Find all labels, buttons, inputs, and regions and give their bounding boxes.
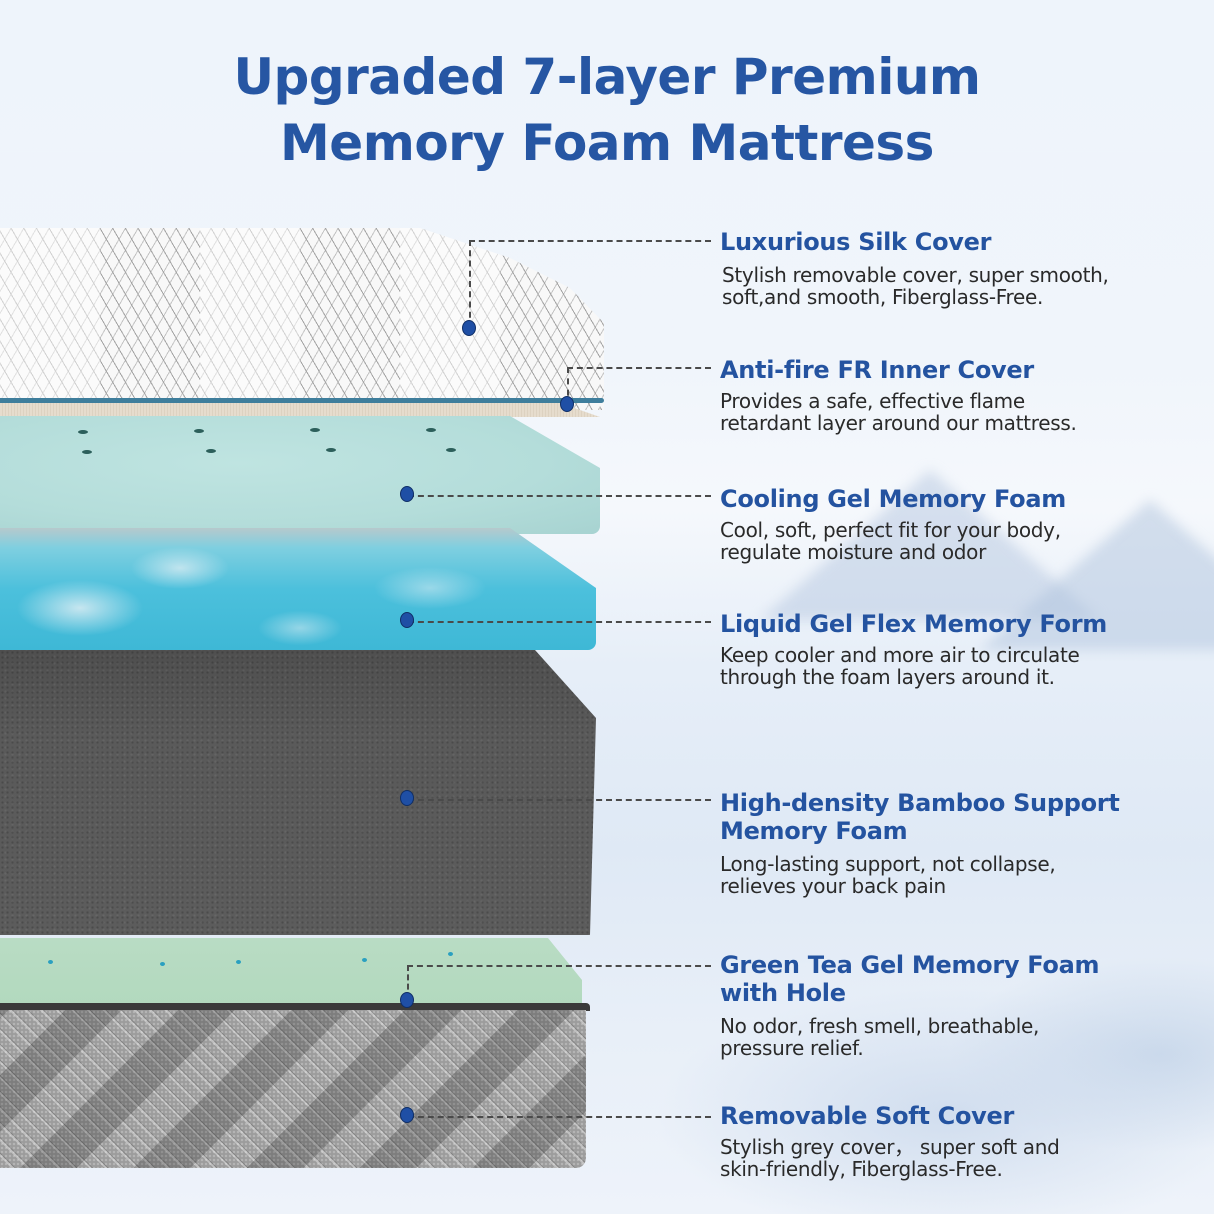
feature-description: No odor, fresh smell, breathable, pressu… bbox=[720, 1014, 1040, 1060]
feature-fr-inner-cover: Anti-fire FR Inner Cover Provides a safe… bbox=[720, 356, 1200, 434]
green-tea-gel-foam-layer bbox=[0, 938, 582, 1006]
feature-description: Provides a safe, effective flame retarda… bbox=[720, 389, 1077, 435]
title-line-1: Upgraded 7-layer Premium bbox=[233, 48, 981, 106]
connector-line bbox=[567, 367, 569, 407]
marker-dot-icon bbox=[400, 790, 414, 806]
mountain-peak bbox=[980, 500, 1214, 650]
silk-cover-edge bbox=[0, 398, 604, 403]
feature-title: Cooling Gel Memory Foam bbox=[720, 485, 1066, 513]
feature-description: Cool, soft, perfect fit for your body, r… bbox=[720, 518, 1061, 564]
connector-line bbox=[408, 495, 711, 497]
connector-line bbox=[408, 621, 711, 623]
cover-seam bbox=[0, 1003, 590, 1011]
marker-dot-icon bbox=[400, 992, 414, 1008]
feature-description: Keep cooler and more air to circulate th… bbox=[720, 643, 1080, 689]
connector-line bbox=[407, 965, 711, 967]
connector-line bbox=[407, 965, 409, 999]
page-title: Upgraded 7-layer Premium Memory Foam Mat… bbox=[0, 44, 1214, 176]
marker-dot-icon bbox=[462, 320, 476, 336]
marker-dot-icon bbox=[400, 1107, 414, 1123]
marker-dot-icon bbox=[560, 396, 574, 412]
connector-line bbox=[567, 367, 711, 369]
feature-title: Removable Soft Cover bbox=[720, 1102, 1015, 1130]
silk-cover-pattern bbox=[0, 228, 604, 410]
feature-title: Liquid Gel Flex Memory Form bbox=[720, 610, 1107, 638]
feature-silk-cover: Luxurious Silk Cover Stylish removable c… bbox=[720, 228, 1200, 308]
marker-dot-icon bbox=[400, 486, 414, 502]
feature-title: Luxurious Silk Cover bbox=[720, 228, 992, 256]
feature-title: Anti-fire FR Inner Cover bbox=[720, 356, 1034, 384]
feature-green-tea-gel-foam: Green Tea Gel Memory Foam with Hole No o… bbox=[720, 951, 1200, 1059]
feature-description: Stylish grey cover， super soft and skin-… bbox=[720, 1135, 1060, 1181]
feature-title: Green Tea Gel Memory Foam with Hole bbox=[720, 951, 1100, 1007]
feature-title: High-density Bamboo Support Memory Foam bbox=[720, 789, 1120, 845]
feature-liquid-gel-flex: Liquid Gel Flex Memory Form Keep cooler … bbox=[720, 610, 1200, 688]
connector-line bbox=[408, 799, 711, 801]
connector-line bbox=[408, 1116, 711, 1118]
feature-cooling-gel-foam: Cooling Gel Memory Foam Cool, soft, perf… bbox=[720, 485, 1200, 563]
fr-inner-cover-layer bbox=[0, 403, 600, 417]
connector-line bbox=[469, 240, 711, 242]
bamboo-support-foam-layer bbox=[0, 650, 596, 935]
feature-description: Stylish removable cover, super smooth, s… bbox=[722, 263, 1109, 309]
title-line-2: Memory Foam Mattress bbox=[280, 114, 934, 172]
grey-soft-cover-layer bbox=[0, 1010, 586, 1168]
feature-bamboo-support-foam: High-density Bamboo Support Memory Foam … bbox=[720, 789, 1200, 897]
connector-line bbox=[469, 240, 471, 328]
liquid-gel-flex-foam-layer bbox=[0, 528, 596, 650]
marker-dot-icon bbox=[400, 612, 414, 628]
feature-description: Long-lasting support, not collapse, reli… bbox=[720, 852, 1056, 898]
cooling-gel-foam-layer bbox=[0, 416, 600, 534]
feature-removable-soft-cover: Removable Soft Cover Stylish grey cover，… bbox=[720, 1102, 1200, 1180]
